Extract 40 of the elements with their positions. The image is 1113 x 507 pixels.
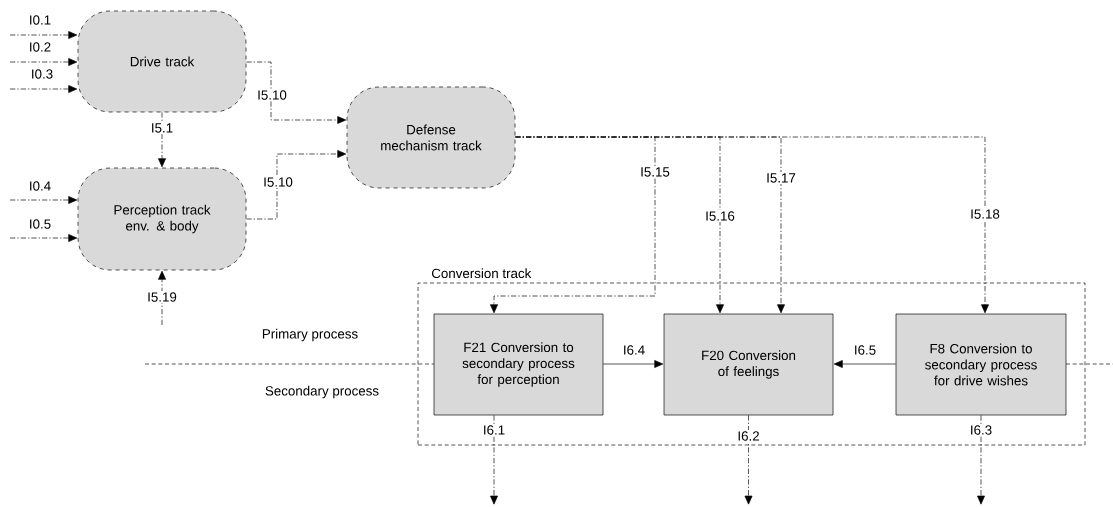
edge-label: I0.5 [27, 217, 53, 231]
edge-label: I5.15 [638, 166, 672, 178]
edge-label: I6.4 [621, 343, 647, 357]
edge-label: I5.17 [764, 172, 798, 184]
edge-label: I5.18 [968, 207, 1002, 221]
process-box: F20 Conversion of feelings [663, 313, 834, 416]
arrow [490, 136, 656, 314]
node-label: Conversion track [431, 268, 532, 279]
edge-label: I6.2 [736, 429, 761, 443]
arrow [515, 136, 989, 314]
arrow [9, 85, 78, 93]
edge-label: I6.3 [968, 423, 994, 437]
edge-label: I6.1 [481, 423, 507, 437]
arrow [158, 270, 166, 326]
arrow [246, 61, 347, 124]
arrow [158, 112, 166, 168]
edge-label: I6.5 [852, 343, 878, 357]
edge-label: I5.19 [145, 290, 179, 304]
lane-label: Primary process [262, 328, 358, 342]
rounded-process-box: Drive track [77, 10, 247, 113]
edge-label: I5.16 [703, 209, 737, 223]
rounded-process-box: Defense mechanism track [346, 86, 516, 189]
process-box: F21 Conversion to secondary process for perception [433, 313, 604, 416]
arrow [9, 58, 78, 66]
process-box: F8 Conversion to secondary process for drive wishes [895, 313, 1067, 416]
edge-label: I5.10 [261, 175, 295, 189]
edge-label: I0.3 [29, 67, 55, 81]
edge-label: I0.1 [27, 13, 53, 27]
edge-label: I0.4 [27, 179, 53, 193]
arrow [833, 360, 896, 368]
edge-label: I0.2 [27, 40, 53, 54]
lane-label: Secondary process [265, 385, 379, 399]
edge-label: I5.10 [255, 88, 289, 102]
edge-label: I5.1 [149, 122, 175, 134]
arrow [9, 31, 78, 39]
arrow [9, 196, 78, 204]
arrow [603, 360, 664, 368]
arrow [246, 150, 347, 220]
rounded-process-box: Perception track env. & body [77, 167, 247, 271]
arrow [9, 234, 78, 242]
